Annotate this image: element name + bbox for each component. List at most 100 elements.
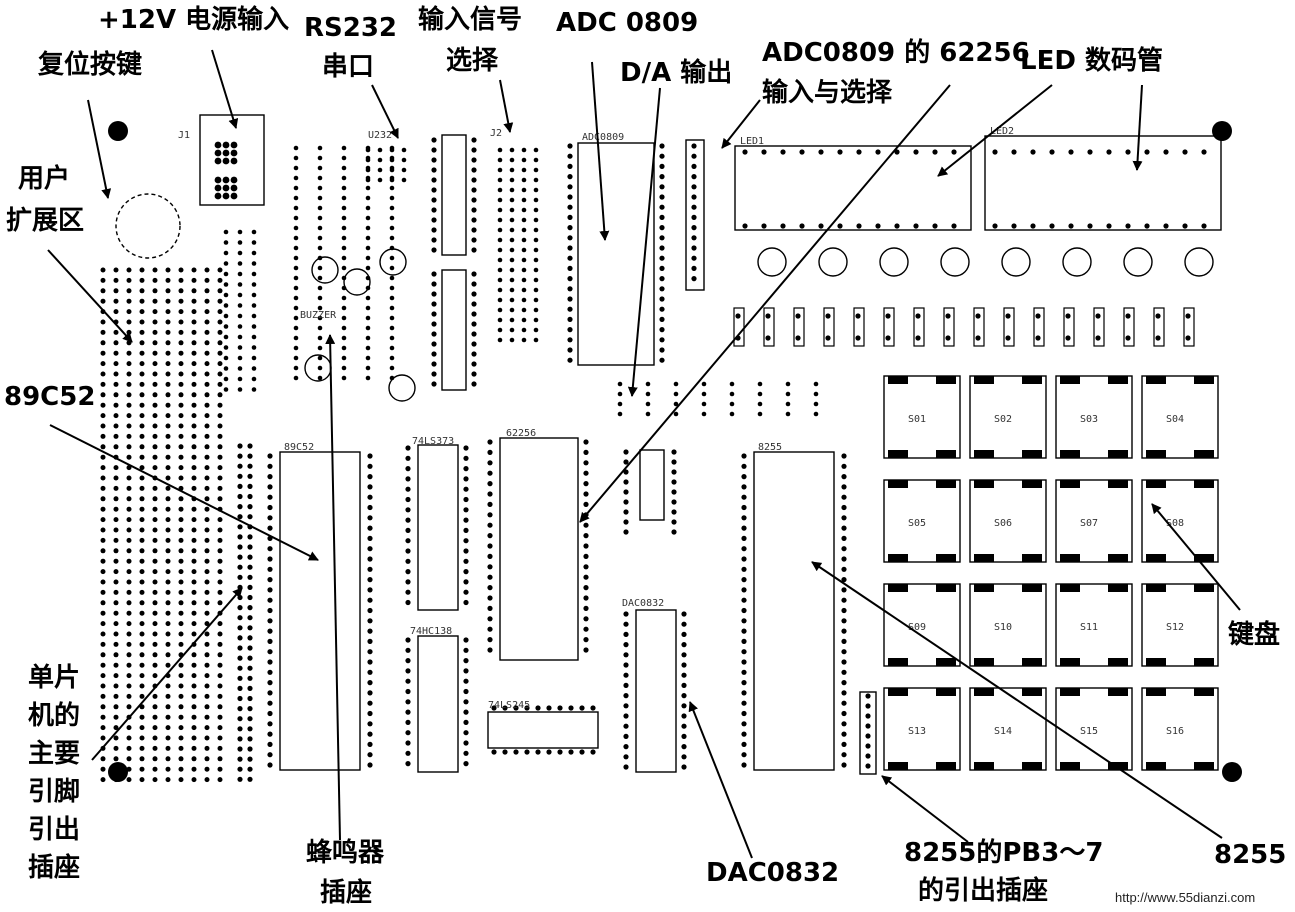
keyboard-key-label: S15 [1080,726,1098,737]
resistor [823,307,835,347]
resistor [973,307,985,347]
arrow-mcu-pins [91,587,243,761]
resistor [1153,307,1165,347]
keyboard-key [1141,479,1219,563]
label-pb-1: 8255的PB3～7 [904,838,1104,868]
arrow-power [211,49,239,129]
callout-arrows [47,49,1241,859]
arrow-keyboard [1151,503,1241,611]
label-buzzer-2: 插座 [320,878,373,908]
resistor-array [733,307,1195,347]
keyboard-key [883,583,961,667]
keyboard-key-label: S04 [1166,414,1184,425]
resistor [1123,307,1135,347]
keyboard-key [1055,479,1133,563]
keyboard-key-label: S10 [994,622,1012,633]
keyboard-key [1055,687,1133,771]
label-keyboard: 键盘 [1228,620,1281,650]
small-component [379,248,407,276]
silk-u232: U232 [368,130,392,141]
silk-buzzer: BUZZER [300,310,337,321]
keyboard-key-label: S05 [908,518,926,529]
label-adc0809-62256: ADC0809 的 62256 [762,38,1030,68]
resistor [763,307,775,347]
resistor [883,307,895,347]
label-buzzer-1: 蜂鸣器 [306,838,385,868]
keyboard-key-label: S16 [1166,726,1184,737]
keyboard-key [883,375,961,459]
keyboard-key-label: S06 [994,518,1012,529]
label-led: LED 数码管 [1020,46,1163,76]
label-adc0809: ADC 0809 [556,8,699,38]
led-indicator [940,247,970,277]
keyboard-key [1055,583,1133,667]
arrow-input-select [499,79,514,133]
label-rs232: RS232 [304,13,398,43]
led-indicator [757,247,787,277]
keyboard-key [969,583,1047,667]
label-user-ext-2: 扩展区 [6,206,85,236]
keyboard-key-label: S14 [994,726,1012,737]
resistor [793,307,805,347]
silk-adc0809: ADC0809 [582,132,624,143]
arrow-user-ext [47,249,133,343]
silk-74hc138: 74HC138 [410,626,452,637]
label-rs232-port: 串口 [322,52,375,82]
keyboard-key-label: S08 [1166,518,1184,529]
label-power-input: +12V 电源输入 [98,5,290,35]
silk-74ls245: 74LS245 [488,700,530,711]
arrow-pb-header [881,775,969,843]
resistor [1033,307,1045,347]
keyboard-key-label: S12 [1166,622,1184,633]
arrow-adc0809 [591,61,610,241]
keyboard-key-label: S13 [908,726,926,737]
keyboard-key-label: S03 [1080,414,1098,425]
small-component [343,268,371,296]
label-mcu-pins-4: 引脚 [28,777,81,807]
arrow-led-1 [937,84,1053,177]
led-indicator [879,247,909,277]
silk-89c52: 89C52 [284,442,314,453]
keyboard-key-label: S07 [1080,518,1098,529]
label-mcu-pins-6: 插座 [28,853,81,883]
label-mcu-pins-5: 引出 [28,815,81,845]
keyboard-key-label: S09 [908,622,926,633]
resistor [1063,307,1075,347]
label-mcu-pins-2: 机的 [28,701,81,731]
silk-j2: J2 [490,128,502,139]
label-mcu-pins-3: 主要 [28,739,81,769]
arrow-62256 [579,84,951,523]
keyboard-key [969,687,1047,771]
arrow-da-output [627,87,661,397]
resistor [853,307,865,347]
led-indicator [1184,247,1214,277]
resistor [943,307,955,347]
keyboard-key [883,687,961,771]
arrow-rs232 [371,84,399,139]
label-input-signal: 输入信号 [418,5,523,35]
label-reset-key: 复位按键 [38,50,143,80]
silk-74ls373: 74LS373 [412,436,454,447]
arrow-buzzer [325,334,341,841]
keyboard-key [883,479,961,563]
keyboard-key [1055,375,1133,459]
arrow-led-2 [1132,84,1143,171]
arrow-adc-input [721,99,761,149]
label-dac0832: DAC0832 [706,858,840,888]
resistor [913,307,925,347]
silk-62256: 62256 [506,428,536,439]
label-input-select: 输入与选择 [762,78,893,108]
keyboard-key [969,375,1047,459]
arrow-89c52 [49,424,319,561]
arrow-8255 [811,561,1223,839]
led-indicator [1123,247,1153,277]
silk-dac0832: DAC0832 [622,598,664,609]
silk-led2: LED2 [990,126,1014,137]
label-8255: 8255 [1214,840,1287,870]
silkscreen-labels: J1 U232 J2 ADC0809 8255 89C52 62256 DAC0… [178,126,1014,711]
label-da-output: D/A 输出 [620,58,733,88]
arrow-reset [87,99,112,199]
keyboard-key [1141,687,1219,771]
silk-led1: LED1 [740,136,764,147]
